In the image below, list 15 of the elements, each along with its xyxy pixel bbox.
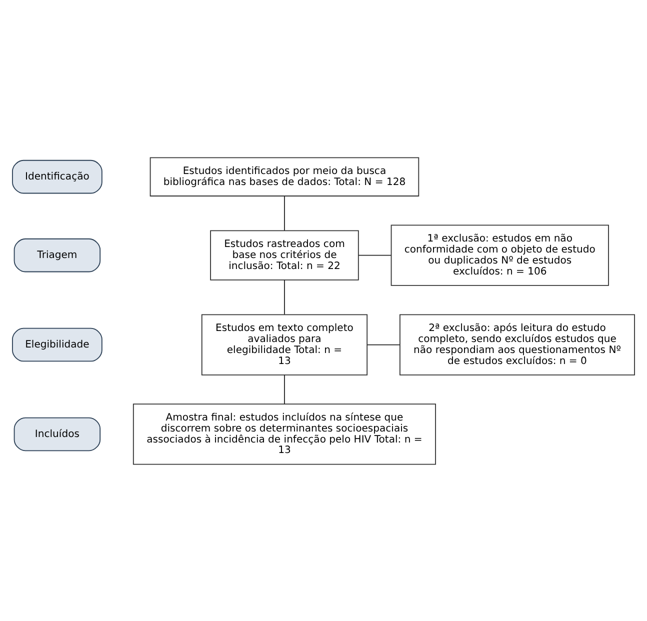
node-box: Elegibilidade bbox=[12, 327, 102, 362]
node-box: 1ª exclusão: estudos em não conformidade com o objeto de estudo ou duplicados Nº de estudos excluídos: n = 106 bbox=[390, 224, 609, 286]
connector bbox=[284, 279, 285, 314]
node-box: Estudos rastreados com base nos critérios de inclusão: Total: n = 22 bbox=[210, 230, 359, 280]
connector bbox=[284, 374, 285, 404]
connector bbox=[284, 195, 285, 230]
connector bbox=[358, 254, 392, 256]
node-box: Estudos identificados por meio da busca bibliográfica nas bases de dados: Total: N = 128 bbox=[150, 156, 420, 196]
node-box: Estudos em texto completo avaliados para elegibilidade Total: n = 13 bbox=[201, 314, 368, 375]
node-box: 2ª exclusão: após leitura do estudo completo, sendo excluídos estudos que não respondiam aos questionamentos Nº de estudos excluídos: n = 0 bbox=[399, 314, 635, 375]
connector bbox=[366, 344, 400, 345]
node-box: Triagem bbox=[14, 238, 101, 272]
node-box: Identificação bbox=[12, 159, 102, 194]
node-box: Amostra final: estudos incluídos na síntese que discorrem sobre os determinantes socioespaciais associados à incidência de infecção pelo HIV Total: n = 13 bbox=[132, 403, 436, 464]
node-box: Incluídos bbox=[14, 416, 101, 451]
